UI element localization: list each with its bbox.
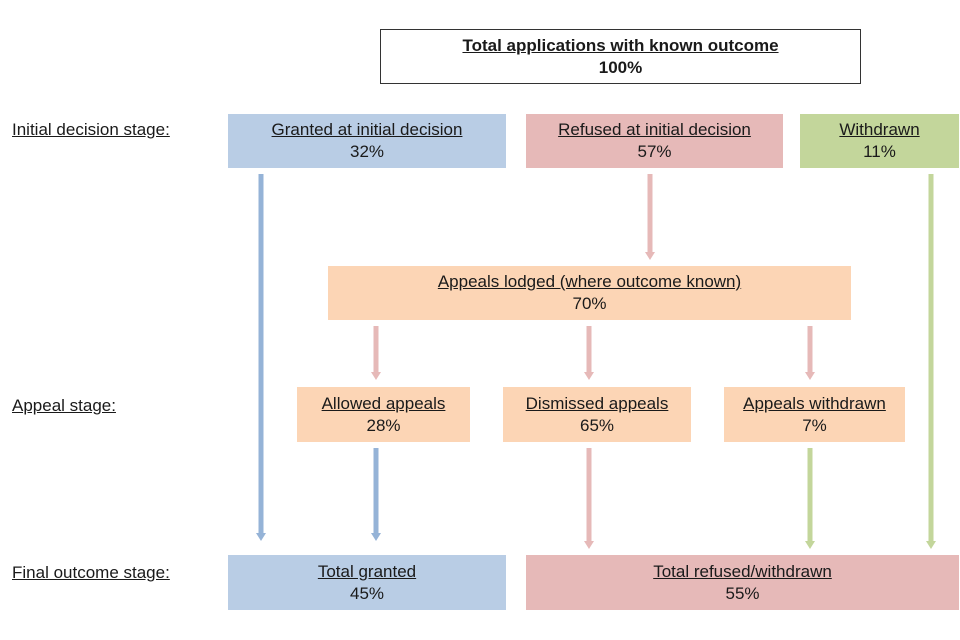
total-granted-title: Total granted <box>317 561 417 581</box>
total-applications-title: Total applications with known outcome <box>462 35 779 55</box>
total-granted-box: Total granted 45% <box>228 555 506 610</box>
arrow-refused-to-appeals <box>645 174 655 260</box>
allowed-appeals-value: 28% <box>366 415 401 435</box>
withdrawn-title: Withdrawn <box>839 120 920 139</box>
dismissed-appeals-value: 65% <box>579 415 615 435</box>
stage-label-appeal: Appeal stage: <box>12 396 116 415</box>
arrow-allowed-to-total-granted <box>371 448 381 541</box>
stage-label-final: Final outcome stage: <box>12 563 170 582</box>
total-refused-box: Total refused/withdrawn 55% <box>526 555 959 610</box>
refused-initial-box: Refused at initial decision 57% <box>526 114 783 168</box>
refused-initial-title: Refused at initial decision <box>558 120 751 139</box>
total-refused-title: Total refused/withdrawn <box>653 561 832 581</box>
appeals-withdrawn-value: 7% <box>802 415 827 435</box>
total-refused-value: 55% <box>725 583 760 603</box>
appeals-lodged-box: Appeals lodged (where outcome known) 70% <box>328 266 851 320</box>
arrow-lodged-to-allowed <box>371 326 381 380</box>
withdrawn-box: Withdrawn 11% <box>800 114 959 168</box>
arrow-granted-to-total-granted <box>256 174 266 541</box>
total-granted-value: 45% <box>349 583 385 603</box>
granted-initial-title: Granted at initial decision <box>271 120 463 139</box>
total-applications-box: Total applications with known outcome 10… <box>380 29 861 84</box>
appeals-withdrawn-box: Appeals withdrawn 7% <box>724 387 905 442</box>
withdrawn-value: 11% <box>863 142 896 161</box>
arrow-dismissed-to-total-refused <box>584 448 594 549</box>
total-applications-value: 100% <box>598 57 643 77</box>
appeals-lodged-title: Appeals lodged (where outcome known) <box>437 272 742 291</box>
allowed-appeals-box: Allowed appeals 28% <box>297 387 470 442</box>
arrow-lodged-to-dismissed <box>584 326 594 380</box>
dismissed-appeals-box: Dismissed appeals 65% <box>503 387 691 442</box>
granted-initial-box: Granted at initial decision 32% <box>228 114 506 168</box>
allowed-appeals-title: Allowed appeals <box>321 393 446 413</box>
arrow-appeals-withdrawn-to-total-refused <box>805 448 815 549</box>
appeals-lodged-value: 70% <box>572 294 607 313</box>
granted-initial-value: 32% <box>349 142 385 161</box>
stage-label-initial: Initial decision stage: <box>12 120 170 139</box>
arrow-withdrawn-to-total-refused <box>926 174 936 549</box>
dismissed-appeals-title: Dismissed appeals <box>525 393 669 413</box>
appeals-withdrawn-title: Appeals withdrawn <box>743 393 886 413</box>
arrow-lodged-to-appeals-withdrawn <box>805 326 815 380</box>
refused-initial-value: 57% <box>637 142 672 161</box>
